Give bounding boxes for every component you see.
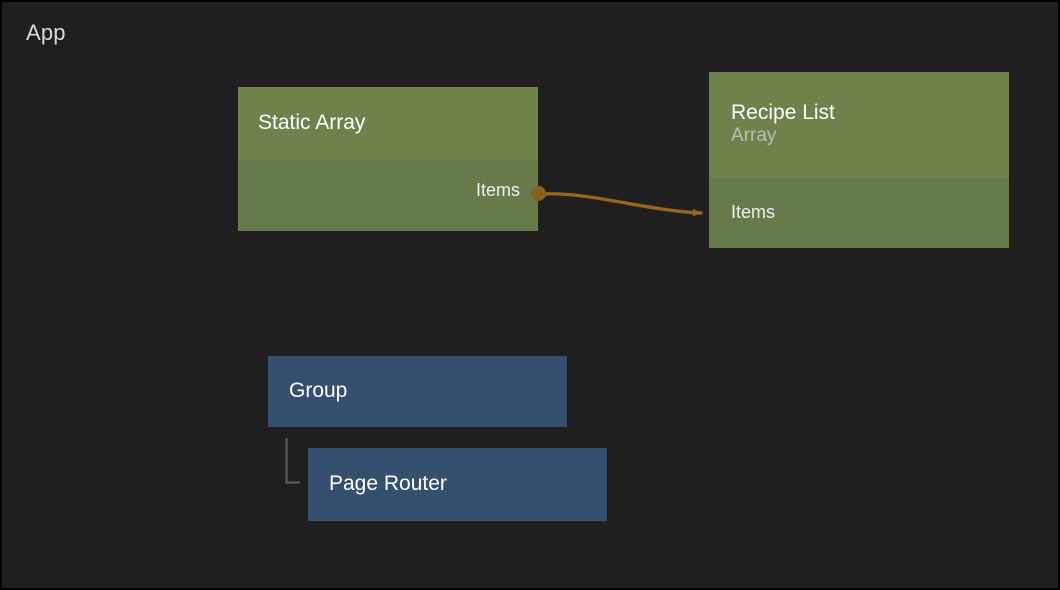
node-recipe-list[interactable]: Recipe List Array Items <box>709 72 1009 248</box>
page-title: App <box>26 20 66 45</box>
node-static-array[interactable]: Static Array Items <box>238 87 546 231</box>
node-title: Static Array <box>258 111 366 135</box>
connection-group-child[interactable] <box>285 437 301 484</box>
node-header[interactable]: Static Array <box>238 87 538 160</box>
input-port-items[interactable]: Items <box>731 202 775 223</box>
node-header[interactable]: Page Router <box>308 448 607 521</box>
input-port-label: Items <box>731 202 776 222</box>
connection-items-wire[interactable] <box>540 192 703 217</box>
node-header[interactable]: Group <box>268 356 567 427</box>
output-port-dot-icon[interactable] <box>530 186 546 201</box>
node-title: Page Router <box>329 472 447 496</box>
node-body[interactable]: Items <box>238 160 546 231</box>
node-title: Recipe List <box>731 101 835 125</box>
output-port-items[interactable]: Items <box>476 180 520 201</box>
output-port-label: Items <box>475 180 520 200</box>
wire-path-hierarchy <box>285 437 301 484</box>
node-subtitle: Array <box>731 125 777 147</box>
node-group[interactable]: Group <box>268 356 567 427</box>
node-title: Group <box>289 379 348 403</box>
node-header[interactable]: Recipe List Array <box>709 72 1009 177</box>
node-page-router[interactable]: Page Router <box>308 448 607 521</box>
wire-path-items <box>540 192 703 217</box>
node-body[interactable]: Items <box>709 177 1009 248</box>
